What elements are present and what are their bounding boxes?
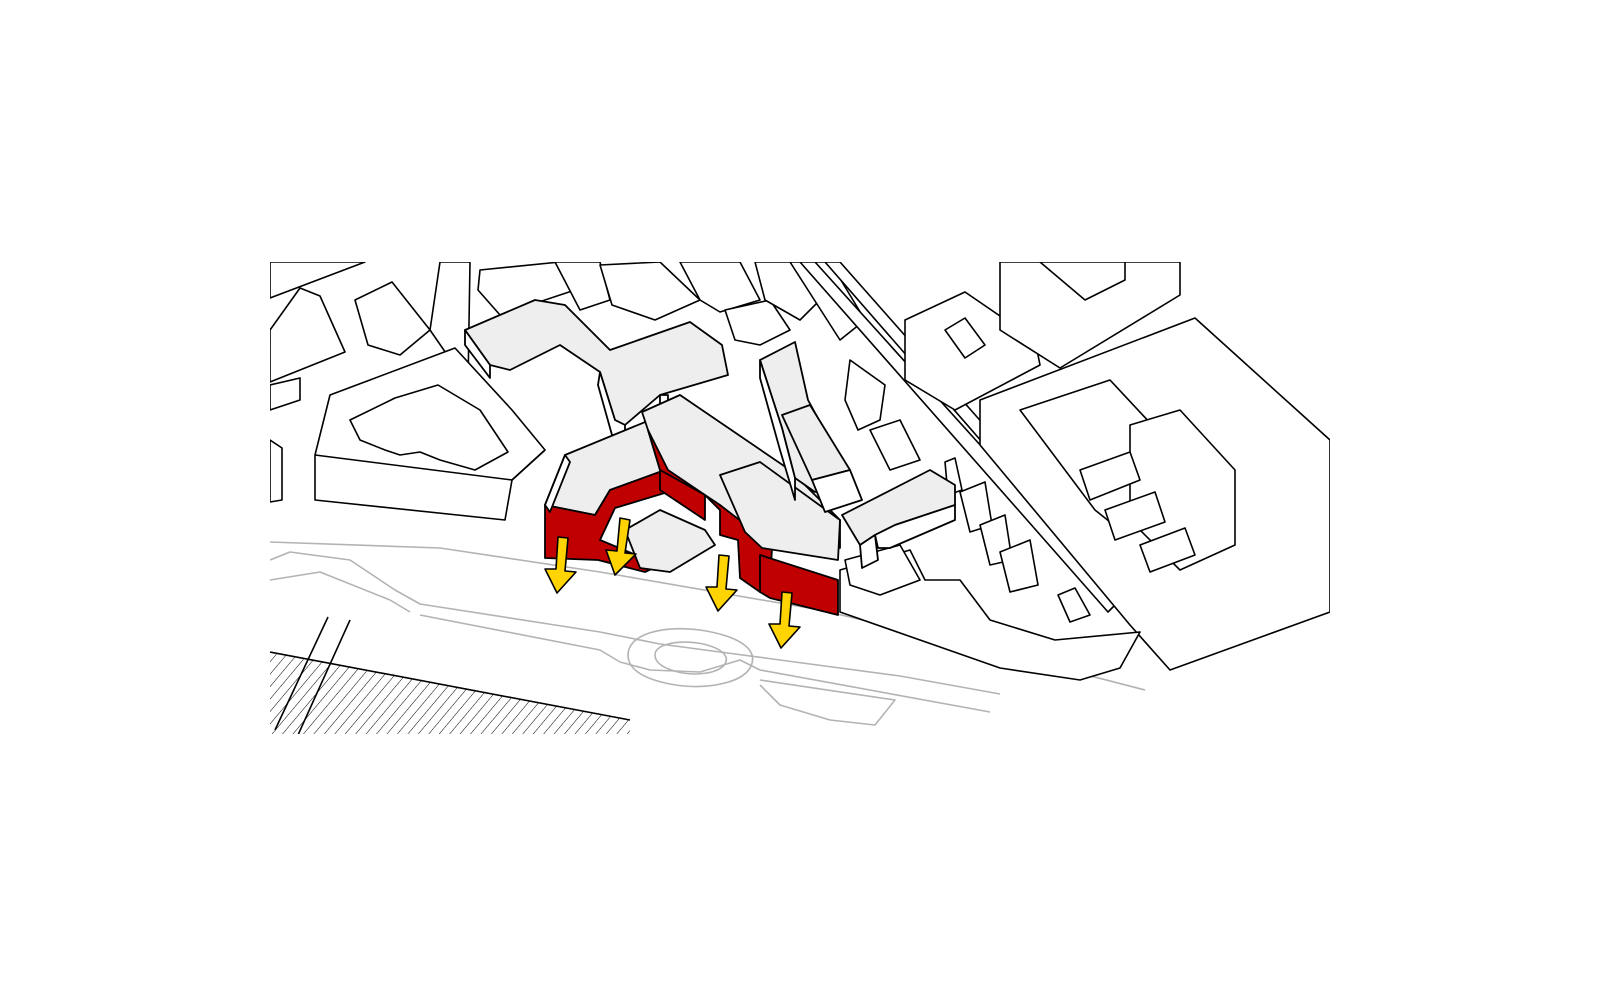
arrow-4 xyxy=(768,591,801,649)
bridge-line-left xyxy=(274,616,329,731)
proposed-building xyxy=(464,299,956,616)
roof-lower-middle xyxy=(624,509,716,573)
water-hatch xyxy=(270,652,630,734)
bridge-line-right xyxy=(297,619,351,734)
facade-red-central-lower xyxy=(659,469,706,521)
facade-red-left xyxy=(544,469,669,573)
facade-red-right xyxy=(759,554,839,616)
arrow-2 xyxy=(605,517,637,576)
arrows xyxy=(544,517,801,649)
arrow-3 xyxy=(705,554,738,612)
context-buildings xyxy=(270,262,1330,681)
arrow-1 xyxy=(544,536,577,594)
roof-right-front xyxy=(719,461,841,561)
